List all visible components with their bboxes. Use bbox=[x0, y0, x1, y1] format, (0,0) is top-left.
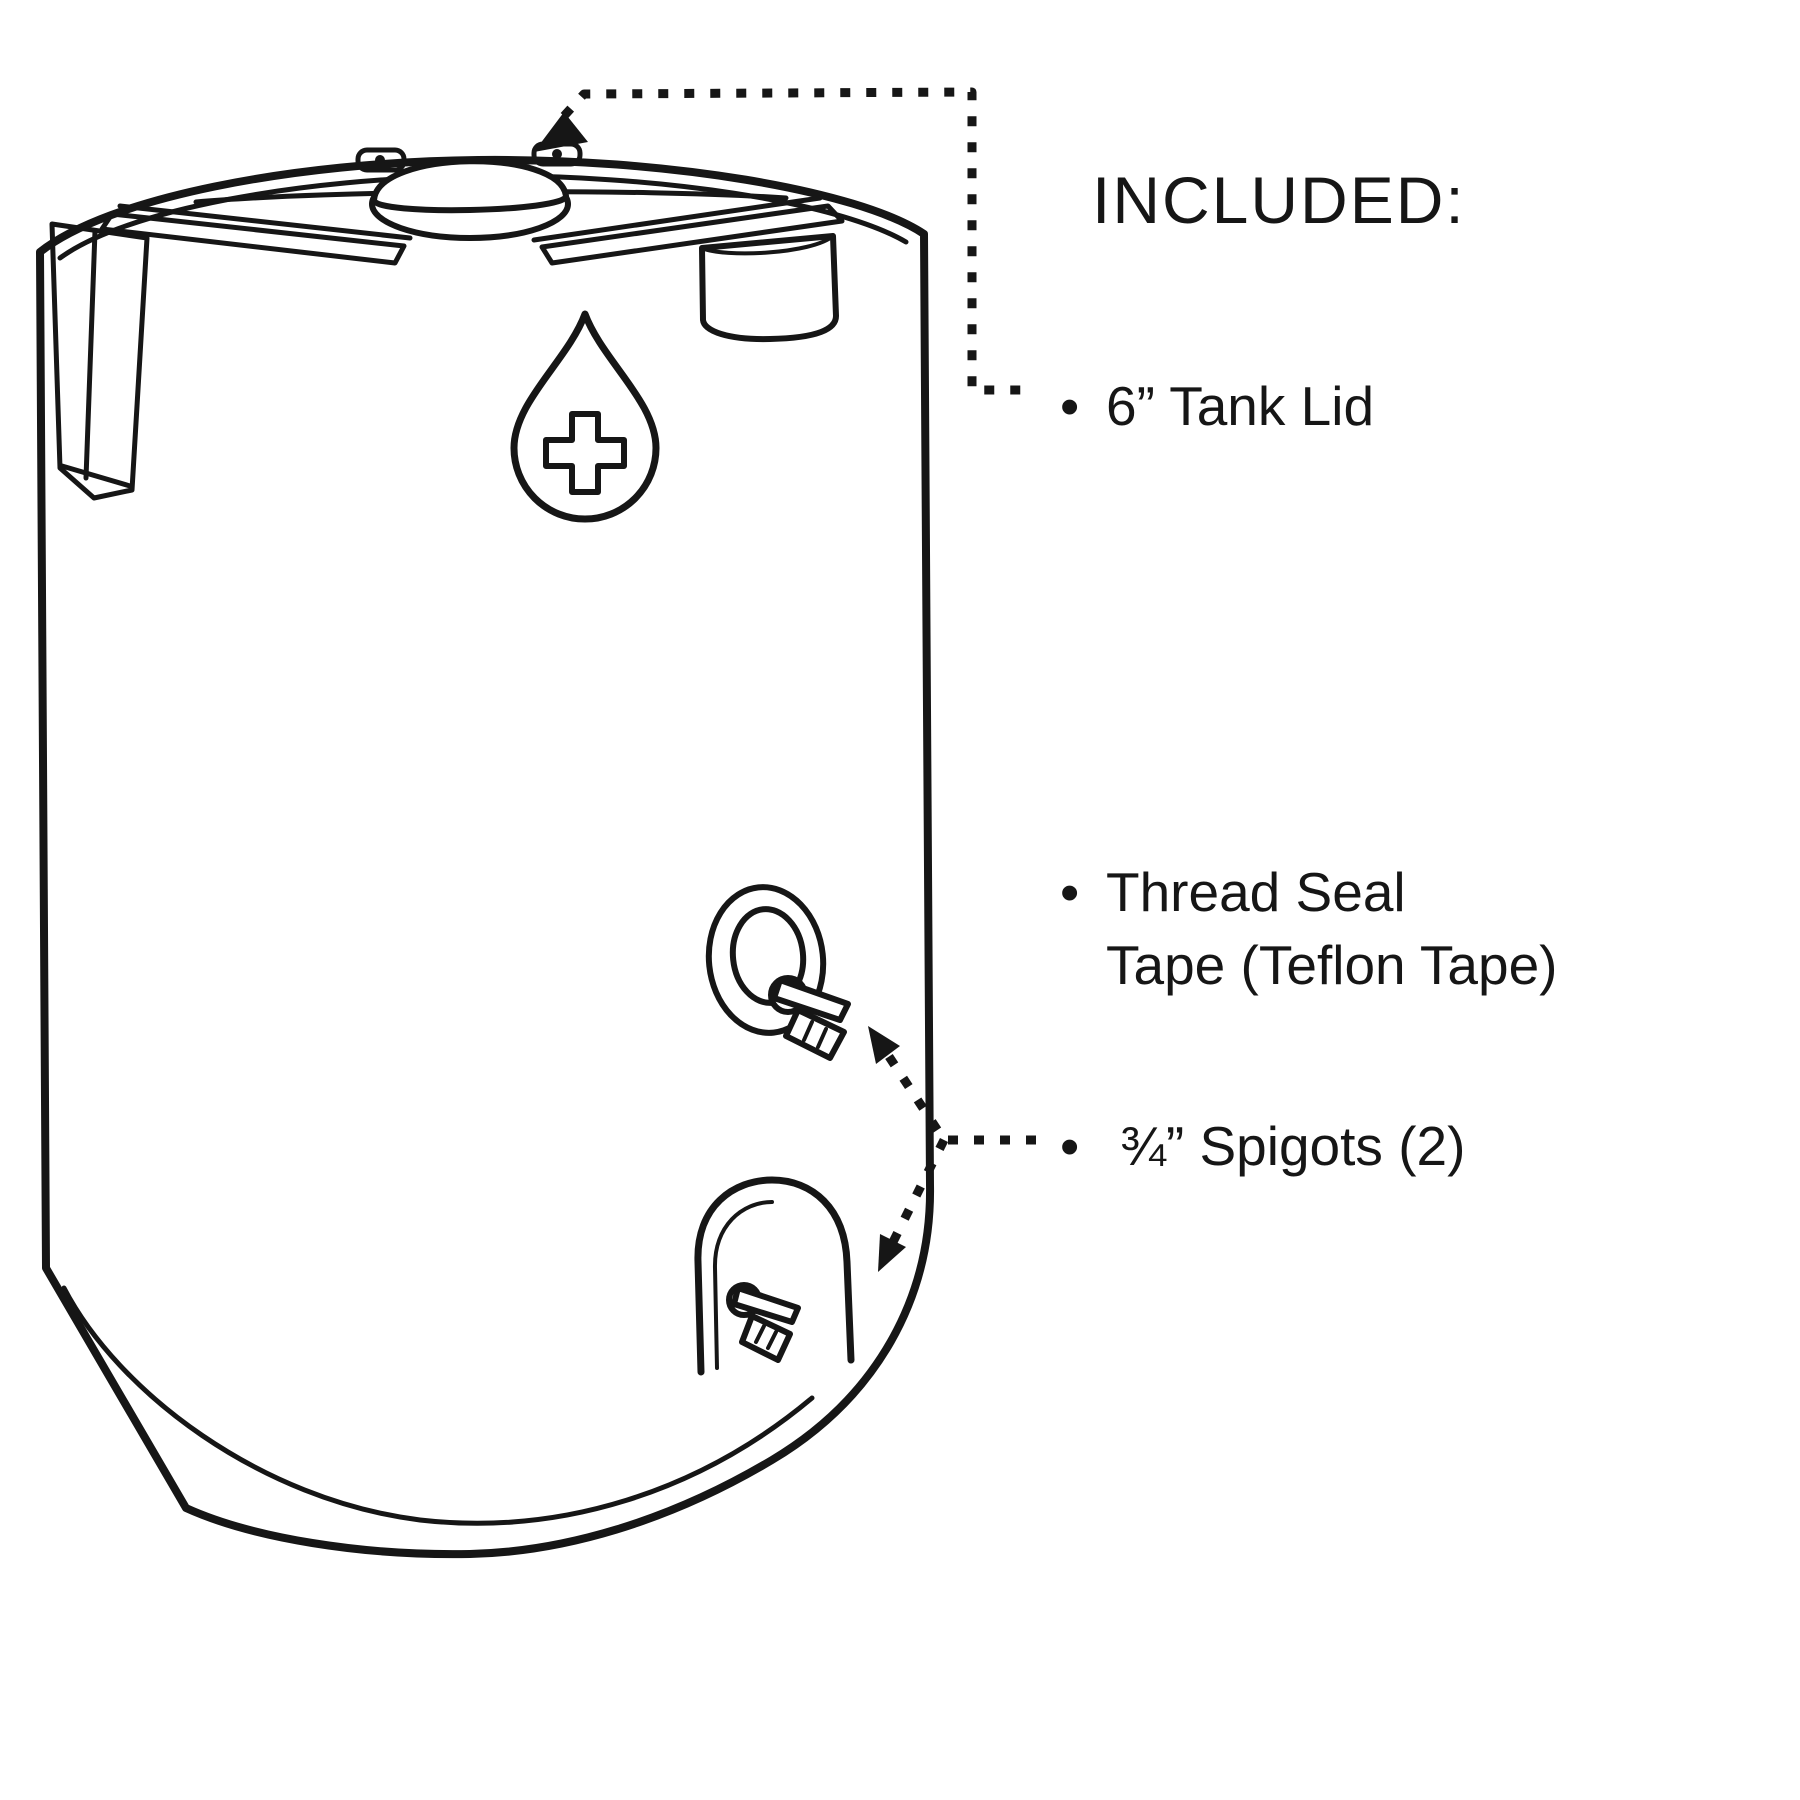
legend-item-spigots-label: ¾” Spigots (2) bbox=[1120, 1115, 1466, 1177]
lower-spigot bbox=[694, 1176, 855, 1376]
bullet-icon: • bbox=[1060, 861, 1080, 923]
legend-item-tank-lid: • 6” Tank Lid bbox=[1060, 370, 1374, 443]
bullet-icon: • bbox=[1060, 1115, 1080, 1177]
leader-line-spigots bbox=[868, 1026, 1036, 1272]
side-channel-handle bbox=[49, 221, 150, 501]
leader-line-lid bbox=[534, 87, 1036, 395]
vent-cup bbox=[699, 233, 839, 343]
tape-label-line2: Tape (Teflon Tape) bbox=[1106, 933, 1558, 996]
legend-item-thread-seal-tape-label: Thread Seal Tape (Teflon Tape) bbox=[1106, 856, 1558, 1001]
bullet-icon: • bbox=[1060, 375, 1080, 437]
legend-item-spigots: • ¾” Spigots (2) bbox=[1060, 1110, 1465, 1183]
leader-arrow-upper-spigot bbox=[868, 1026, 900, 1064]
tank-diagram bbox=[36, 87, 1036, 1559]
leader-arrow-lower-spigot bbox=[878, 1234, 906, 1272]
water-drop-medical-icon bbox=[510, 310, 660, 523]
tape-label-line1: Thread Seal bbox=[1106, 861, 1406, 923]
tank-body bbox=[36, 155, 935, 1559]
legend-item-thread-seal-tape: • Thread Seal Tape (Teflon Tape) bbox=[1060, 856, 1558, 1001]
upper-spigot bbox=[705, 884, 851, 1061]
leader-arrow-lid bbox=[534, 112, 588, 152]
legend-title: INCLUDED: bbox=[1092, 163, 1466, 237]
legend-item-tank-lid-label: 6” Tank Lid bbox=[1106, 375, 1375, 437]
tank-lid bbox=[355, 141, 583, 241]
